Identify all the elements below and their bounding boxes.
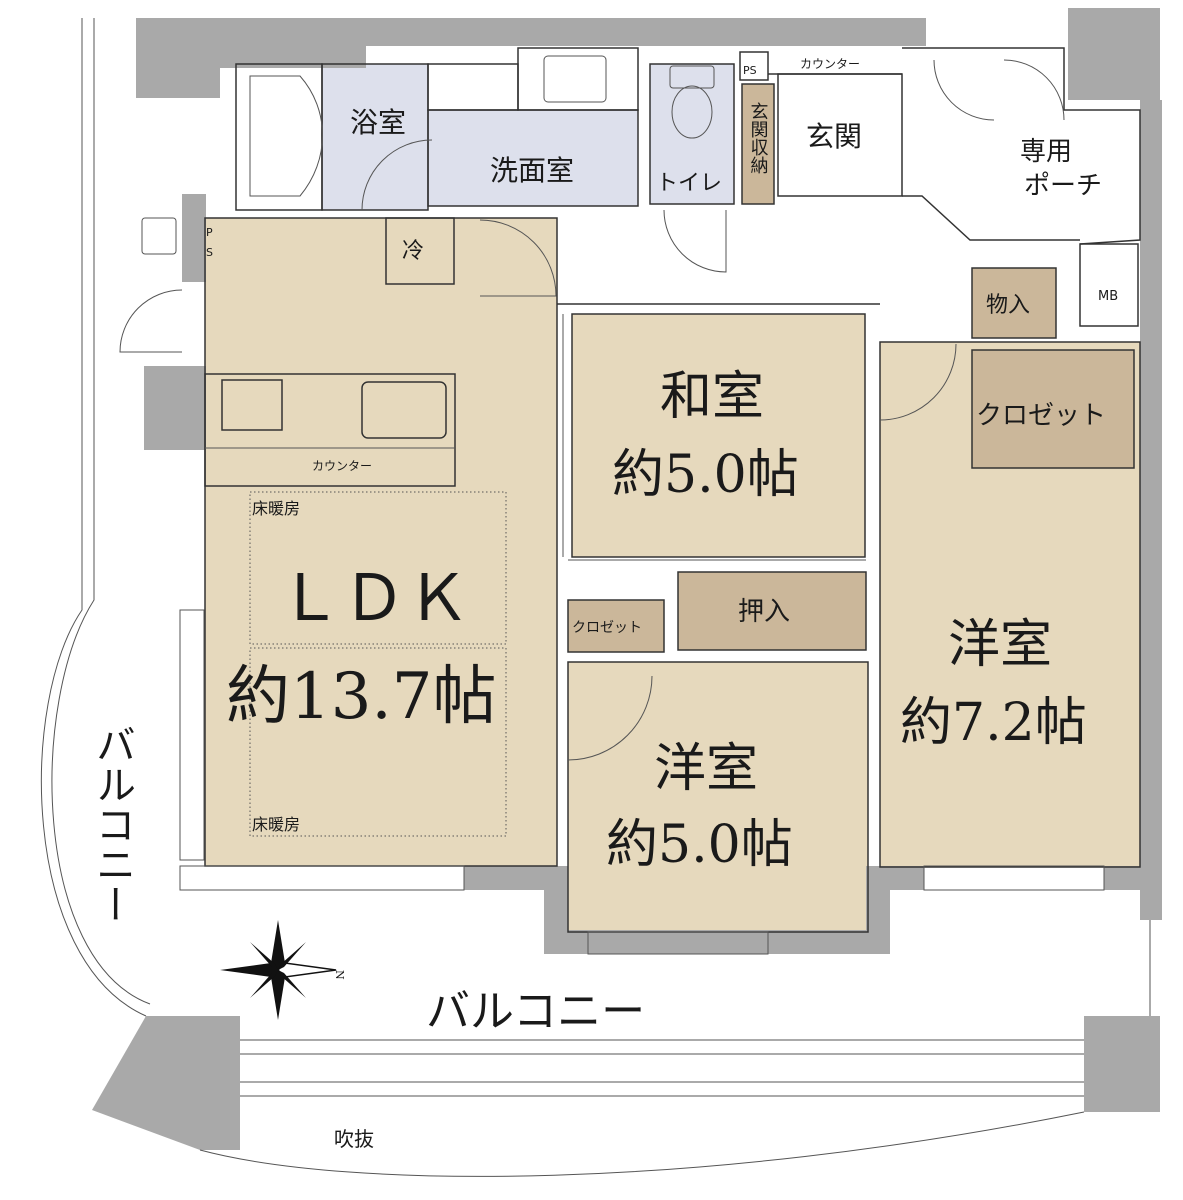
fridge-label: 冷: [402, 239, 424, 264]
pillar-bottom-left: [92, 1016, 240, 1150]
interior-lines: [41, 18, 1151, 1177]
void-label: 吹抜: [334, 1127, 374, 1151]
entrance-label: 玄関: [806, 120, 862, 153]
ldk-name: ＬＤＫ: [278, 562, 470, 636]
washitsu-area: [572, 314, 865, 557]
counter-top-label: カウンター: [800, 57, 860, 71]
north-label: N: [333, 970, 346, 980]
porch-label-1: 専用: [1020, 137, 1072, 167]
ps-side-label-2: S: [206, 246, 213, 259]
oshiire-area: [678, 572, 866, 650]
porch-label-2: ポーチ: [1024, 171, 1102, 201]
toilet-label: トイレ: [656, 171, 722, 196]
wall-left-col: [182, 194, 206, 282]
wall-top-right: [726, 18, 926, 46]
ps-side-label-1: P: [206, 226, 213, 239]
storage-label: 物入: [986, 293, 1030, 318]
wall-bottom-right2: [1104, 866, 1162, 890]
walls: [92, 8, 1162, 1150]
yoshitsu-right-name: 洋室: [948, 615, 1052, 675]
wall-left-mid: [144, 366, 206, 450]
wall-right-tower: [1068, 8, 1160, 100]
wall-top-left: [136, 18, 366, 68]
balcony-left-label: バルコニー: [89, 724, 135, 924]
yoshitsu-right-size: 約7.2帖: [900, 693, 1087, 753]
closet-right-label: クロゼット: [976, 401, 1106, 431]
wall-bottom-left: [464, 866, 544, 890]
entrance-storage-label: 玄関収納: [748, 102, 769, 174]
bath-label: 浴室: [350, 106, 406, 139]
mb-label: MB: [1098, 289, 1118, 304]
ldk-size: 約13.7帖: [226, 660, 497, 734]
yoshitsu-mid-size: 約5.0帖: [606, 815, 793, 875]
washitsu-name: 和室: [660, 367, 764, 427]
washroom-area: [428, 110, 638, 206]
balcony-bottom-label: バルコニー: [426, 986, 645, 1037]
entrance-storage-area: [742, 84, 774, 204]
washitsu-size: 約5.0帖: [612, 445, 799, 505]
ldk-area: [205, 218, 557, 866]
kitchen-counter-label: カウンター: [312, 459, 372, 473]
closet-small-label: クロゼット: [572, 620, 642, 636]
yoshitsu-mid-area: [568, 662, 868, 932]
floor-heating-bottom-label: 床暖房: [252, 815, 300, 834]
wall-right-col: [1140, 100, 1162, 920]
labels: 浴室 洗面室 トイレ 玄関 専用 ポーチ 玄関収納 PS カウンター P S 冷…: [89, 57, 1118, 1151]
oshiire-label: 押入: [738, 597, 790, 627]
yoshitsu-mid-name: 洋室: [654, 739, 758, 799]
toilet-area: [650, 64, 734, 204]
wall-left-upper: [136, 68, 220, 98]
closet-small-area: [568, 600, 664, 652]
washroom-label: 洗面室: [490, 154, 574, 187]
closet-right-area: [972, 350, 1134, 468]
wall-top-mid: [366, 18, 726, 46]
pillar-bottom-right: [1084, 1016, 1160, 1112]
wall-bottom-right: [890, 866, 924, 890]
ps-top-label: PS: [743, 64, 757, 77]
wall-bottom-base: [544, 930, 890, 954]
floor-heating-top-label: 床暖房: [252, 499, 300, 518]
compass-icon: N: [220, 920, 346, 1020]
room-fills: [205, 64, 1140, 932]
storage-area: [972, 268, 1056, 338]
bath-area: [322, 64, 428, 210]
